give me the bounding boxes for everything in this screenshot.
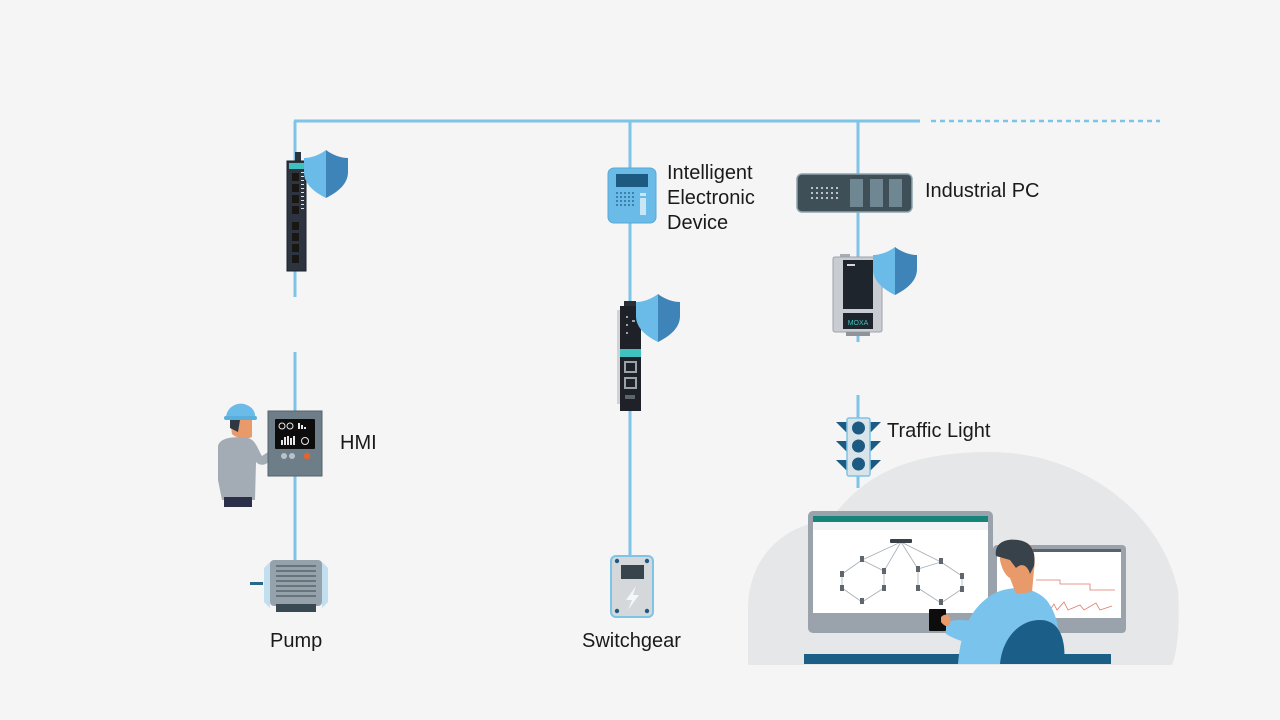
industrial-pc-label: Industrial PC [925,180,1040,202]
serial-device-server-icon: MOXA [832,254,883,336]
ethernet-switch-icon [286,152,307,272]
switchgear-icon [610,555,654,618]
shield-icon [304,150,348,198]
switchgear-label: Switchgear [582,630,681,652]
traffic-light-icon [836,417,881,477]
protocol-gateway-icon [617,301,641,411]
desk [804,654,1111,664]
shield-icon [873,247,917,295]
moxa-brand-text: MOXA [848,320,869,327]
hmi-label: HMI [340,432,377,454]
shield-icon [636,294,680,342]
pump-motor-icon [250,560,328,612]
pump-label: Pump [270,630,323,652]
industrial-pc-icon [796,173,913,213]
ied-icon [607,167,657,224]
topology-monitor-icon [808,511,993,633]
traffic-light-label: Traffic Light [887,420,991,442]
hmi-operator-icon [218,403,323,507]
operator-person-icon [929,539,1065,664]
ied-label: Intelligent Electronic Device [667,162,755,234]
operator-station [804,511,1126,664]
